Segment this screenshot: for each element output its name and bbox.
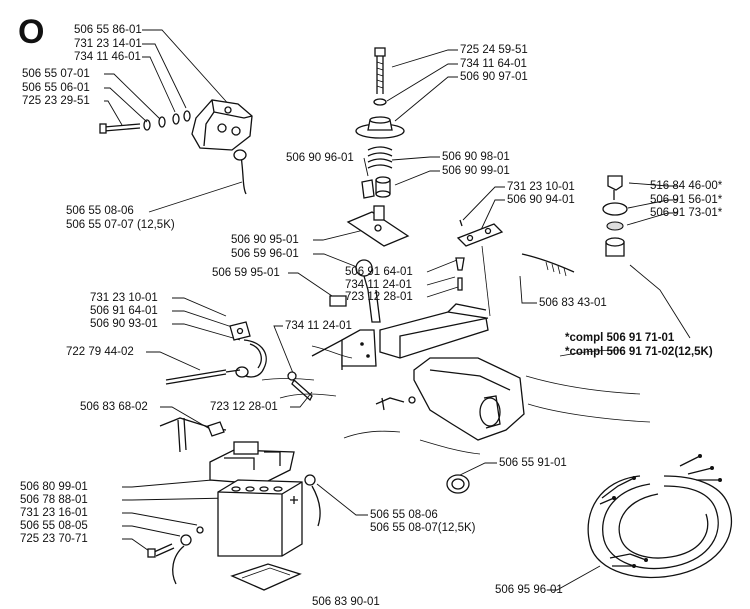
part-label: 506 90 93-01 (90, 318, 158, 330)
part-label: 734 11 64-01 (460, 58, 527, 70)
grommet-part (446, 474, 470, 494)
part-label: 506 91 73-01* (650, 207, 723, 219)
section-letter: O (18, 13, 45, 51)
part-label: 506 83 43-01 (539, 297, 607, 309)
part-label: 506 91 64-01 (90, 305, 158, 317)
part-label: 723 12 28-01 (210, 401, 278, 413)
part-label: 506 90 97-01 (460, 71, 528, 83)
part-label: 506 55 08-06 (370, 509, 438, 521)
part-label: 506 80 99-01 (20, 481, 88, 493)
part-label: 731 23 14-01 (74, 38, 142, 50)
part-label: 506 55 06-01 (22, 82, 90, 94)
part-label: 506 90 99-01 (442, 165, 510, 177)
part-label: 506 91 64-01 (345, 266, 413, 278)
part-label: 731 23 10-01 (90, 292, 158, 304)
part-label: 516 84 46-00* (650, 180, 723, 192)
part-label: 734 11 24-01 (285, 320, 352, 332)
part-label: 506 91 56-01* (650, 194, 723, 206)
part-label: 506 90 98-01 (442, 151, 510, 163)
part-label: 725 23 29-51 (22, 95, 90, 107)
leader-lines (104, 29, 691, 591)
part-label: 506 55 08-06 (66, 205, 134, 217)
part-label: 506 90 96-01 (286, 152, 354, 164)
part-label: 506 55 07-01 (22, 68, 90, 80)
part-label: 506 59 96-01 (231, 248, 299, 260)
kit-label: *compl 506 91 71-01 (565, 332, 675, 344)
part-label: 506 83 90-01 (312, 596, 380, 608)
part-label: 734 11 46-01 (74, 51, 141, 63)
part-label: 725 23 70-71 (20, 533, 88, 545)
part-label: 506 59 95-01 (212, 267, 280, 279)
part-label: 734 11 24-01 (345, 279, 412, 291)
part-label: 506 95 96-01 (495, 584, 563, 596)
ignition-switch-part (602, 175, 628, 257)
solenoid-relay-part (99, 99, 253, 195)
part-label: 506 55 07-07 (12,5K) (66, 219, 175, 231)
cable-bracket-part (165, 321, 313, 402)
part-label: 506 55 08-05 (20, 520, 88, 532)
part-label: 725 24 59-51 (460, 44, 528, 56)
part-label: 506 90 95-01 (231, 234, 299, 246)
part-label: 731 23 16-01 (20, 507, 88, 519)
part-label: 506 55 91-01 (499, 457, 567, 469)
part-label: 506 83 68-02 (80, 401, 148, 413)
battery-clamp-part (159, 417, 295, 485)
wiring-harness-part (587, 454, 733, 579)
battery-part (147, 474, 321, 591)
console-housing-part (261, 303, 651, 455)
part-label: 506 55 08-07(12,5K) (370, 522, 476, 534)
part-label: 723 12 28-01 (345, 291, 413, 303)
part-label: 731 23 10-01 (507, 181, 575, 193)
part-label: 506 78 88-01 (20, 494, 88, 506)
part-label: 506 55 86-01 (74, 24, 142, 36)
kit-label: *compl 506 91 71-02(12,5K) (565, 346, 713, 358)
part-label: 506 90 94-01 (507, 194, 575, 206)
lever-bracket-part (455, 219, 575, 317)
part-label: 722 79 44-02 (66, 346, 134, 358)
bolt-bushing-stack-part (329, 47, 410, 323)
